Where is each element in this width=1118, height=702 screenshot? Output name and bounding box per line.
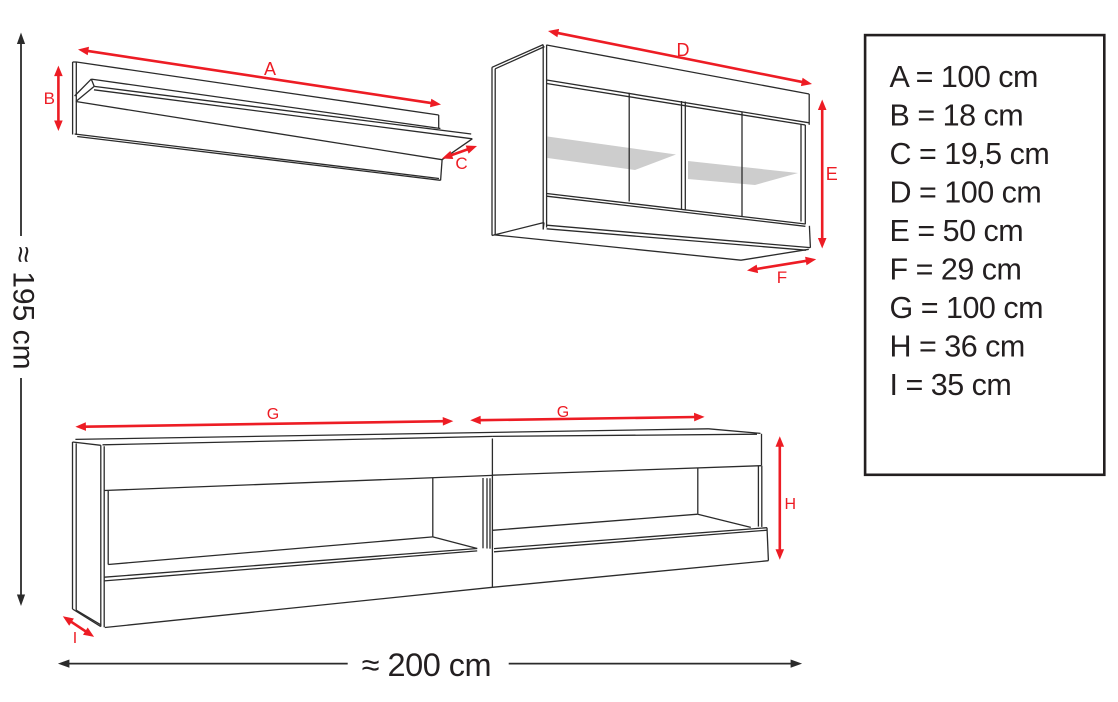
svg-text:F: F xyxy=(777,268,787,287)
svg-text:G = 100 cm: G = 100 cm xyxy=(890,291,1044,325)
svg-text:B: B xyxy=(44,89,55,108)
svg-text:F = 29 cm: F = 29 cm xyxy=(890,253,1022,287)
svg-text:A = 100 cm: A = 100 cm xyxy=(890,60,1038,94)
svg-text:H = 36 cm: H = 36 cm xyxy=(890,330,1025,364)
svg-text:≈ 195 cm: ≈ 195 cm xyxy=(7,246,40,369)
svg-text:E = 50 cm: E = 50 cm xyxy=(890,214,1024,248)
svg-text:E: E xyxy=(826,164,838,184)
svg-text:G: G xyxy=(557,404,569,421)
svg-text:C: C xyxy=(455,154,467,173)
svg-text:I = 35 cm: I = 35 cm xyxy=(890,368,1012,402)
svg-text:D: D xyxy=(677,40,690,60)
svg-text:C = 19,5 cm: C = 19,5 cm xyxy=(890,137,1050,171)
svg-text:≈ 200 cm: ≈ 200 cm xyxy=(362,647,491,683)
svg-text:G: G xyxy=(267,406,279,423)
svg-text:H: H xyxy=(785,496,797,513)
svg-text:I: I xyxy=(73,630,77,647)
svg-text:D = 100 cm: D = 100 cm xyxy=(890,176,1042,210)
svg-text:A: A xyxy=(264,59,276,79)
svg-text:B = 18 cm: B = 18 cm xyxy=(890,99,1024,133)
